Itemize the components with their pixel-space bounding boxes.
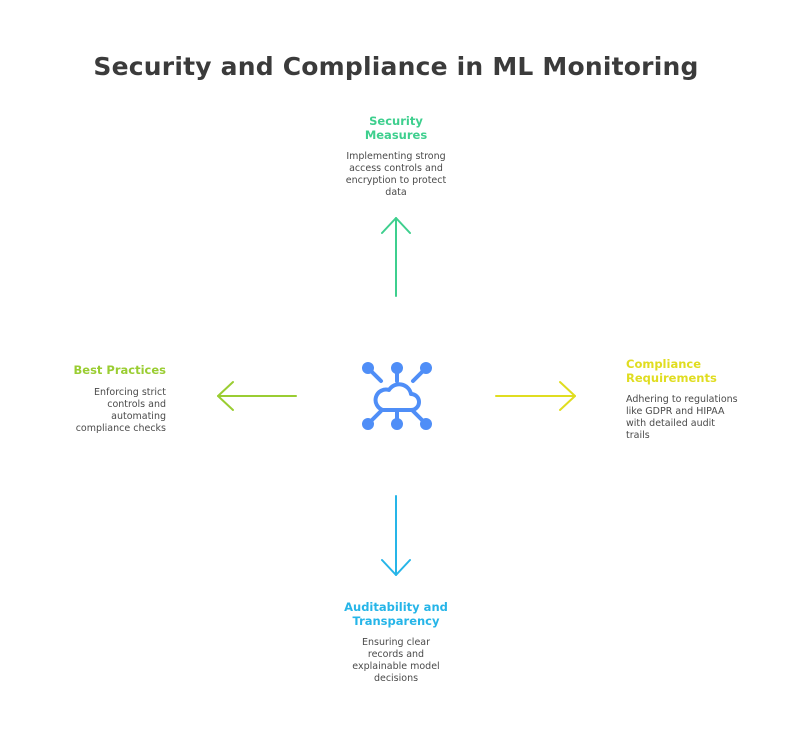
cloud-network-icon xyxy=(362,362,432,430)
text-line: Best Practices xyxy=(73,363,167,377)
arrow-right-icon xyxy=(495,381,576,411)
text-line: encryption to protect xyxy=(345,175,447,186)
text-line: Requirements xyxy=(626,371,717,385)
text-line: automating xyxy=(111,411,166,422)
text-line: Enforcing strict xyxy=(94,387,166,398)
text-line: compliance checks xyxy=(75,423,166,434)
text-line: Compliance xyxy=(626,357,702,371)
text-line: Transparency xyxy=(352,614,440,628)
text-line: controls and xyxy=(107,399,166,410)
text-line: Measures xyxy=(364,128,428,142)
arrow-left-icon xyxy=(217,381,297,411)
text-line: like GDPR and HIPAA xyxy=(626,406,725,417)
text-line: Ensuring clear xyxy=(361,637,431,648)
page-title: Security and Compliance in ML Monitoring xyxy=(93,52,699,81)
text-line: trails xyxy=(626,430,650,441)
text-line: records and xyxy=(367,649,425,660)
text-line: explainable model xyxy=(352,661,440,672)
arrow-down-icon xyxy=(381,495,411,576)
text-line: decisions xyxy=(373,673,419,684)
text-line: with detailed audit xyxy=(626,418,716,429)
text-line: Auditability and xyxy=(344,600,448,614)
arrow-up-icon xyxy=(381,217,411,297)
text-line: Security xyxy=(369,114,423,128)
text-line: Adhering to regulations xyxy=(626,394,738,405)
best-practices-heading: Best Practices xyxy=(36,363,167,377)
text-line: data xyxy=(385,187,407,198)
text-line: access controls and xyxy=(349,163,443,174)
text-line: Implementing strong xyxy=(346,151,446,162)
